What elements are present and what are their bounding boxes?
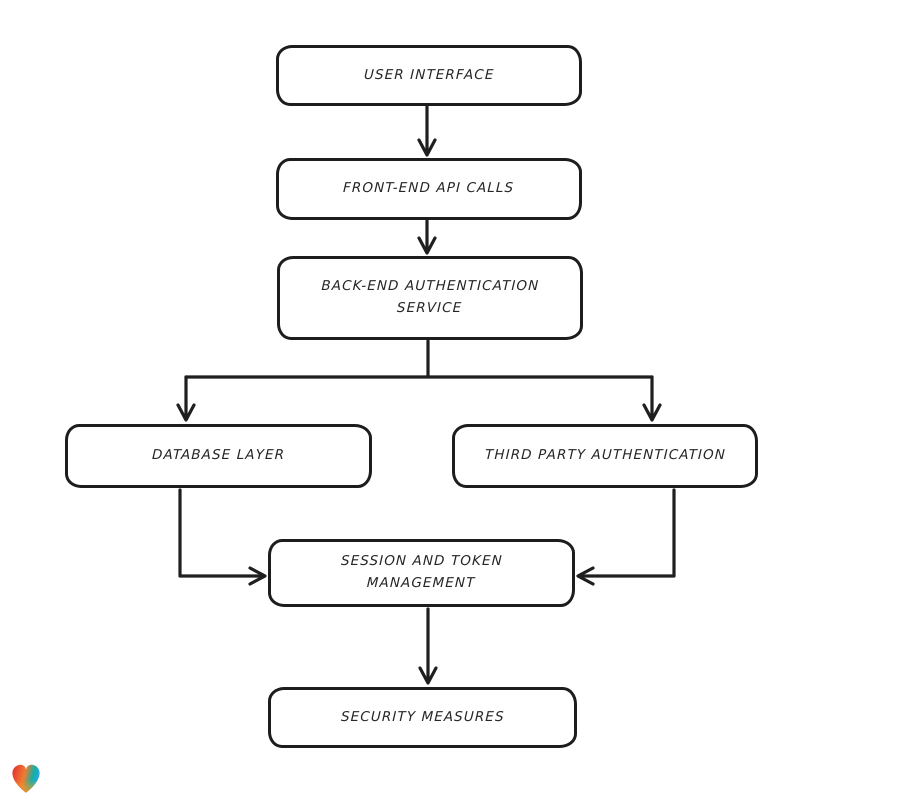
node-label: SESSION AND TOKEN MANAGEMENT xyxy=(340,553,504,591)
node-label: THIRD PARTY AUTHENTICATION xyxy=(484,447,726,464)
node-security-measures[interactable]: SECURITY MEASURES xyxy=(268,687,577,748)
edge-frontend-to-backend[interactable] xyxy=(417,219,437,255)
node-front-end-api-calls[interactable]: FRONT-END API CALLS xyxy=(276,158,582,220)
edge-thirdparty-to-session[interactable] xyxy=(576,488,676,586)
node-label: DATABASE LAYER xyxy=(151,447,286,464)
node-database-layer[interactable]: DATABASE LAYER xyxy=(65,424,372,488)
node-user-interface[interactable]: USER INTERFACE xyxy=(276,45,582,106)
edge-ui-to-frontend[interactable] xyxy=(417,105,437,157)
node-back-end-authentication-service[interactable]: BACK-END AUTHENTICATION SERVICE xyxy=(277,256,583,340)
node-label: USER INTERFACE xyxy=(363,66,495,83)
node-label: BACK-END AUTHENTICATION SERVICE xyxy=(321,278,540,316)
edge-session-to-security[interactable] xyxy=(418,607,438,685)
edge-database-to-session[interactable] xyxy=(178,488,267,586)
node-third-party-authentication[interactable]: THIRD PARTY AUTHENTICATION xyxy=(452,424,758,488)
node-label: SECURITY MEASURES xyxy=(340,708,505,725)
node-session-and-token-management[interactable]: SESSION AND TOKEN MANAGEMENT xyxy=(268,539,575,607)
gradient-heart-logo-icon xyxy=(12,764,40,793)
node-label: FRONT-END API CALLS xyxy=(343,180,515,197)
edge-backend-branch[interactable] xyxy=(176,339,662,422)
